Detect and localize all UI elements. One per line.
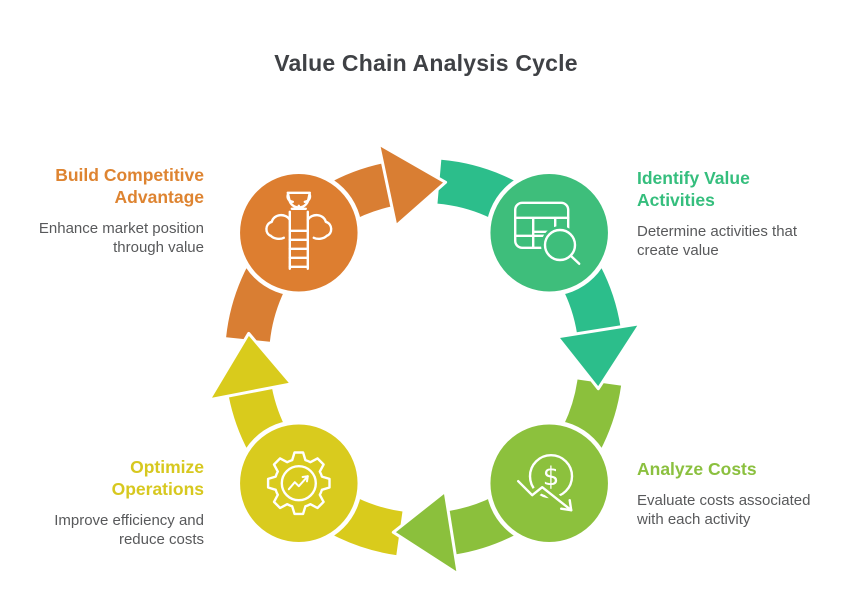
dollar-decline-icon: $ [513, 454, 576, 515]
cycle-arrowhead-identify-value-activities [555, 322, 642, 391]
cloud-right [306, 213, 333, 241]
trophy-ladder-cloud-icon [265, 191, 333, 271]
magnifier-mask [541, 226, 579, 264]
gear-outline [266, 451, 331, 516]
node-title: Optimize Operations [111, 457, 204, 499]
node-label-analyze-costs: Analyze Costs Evaluate costs associated … [637, 458, 847, 529]
trophy-stem [290, 204, 307, 211]
node-label-optimize-operations: Optimize Operations Improve efficiency a… [8, 456, 204, 549]
table-magnifier-icon [514, 201, 581, 266]
magnifier-lens [543, 228, 577, 262]
cycle-arrowhead-optimize-operations [207, 331, 293, 402]
node-description: Determine activities that create value [637, 223, 798, 259]
gear-inner-circle [280, 465, 317, 502]
cycle-arrowhead-build-competitive-advantage [377, 142, 448, 228]
trend-line [287, 475, 309, 491]
trend-arrowhead [301, 475, 309, 483]
cloud-left [265, 213, 291, 241]
cycle-arrowhead-analyze-costs [391, 489, 460, 576]
decline-arrowhead [560, 499, 573, 512]
table-grid-lines [514, 216, 570, 250]
node-description: Improve efficiency and reduce costs [54, 512, 204, 548]
node-description: Enhance market position through value [38, 220, 204, 256]
node-title: Analyze Costs [637, 459, 757, 479]
magnifier-handle [569, 254, 581, 266]
node-label-build-competitive-advantage: Build Competitive Advantage Enhance mark… [8, 164, 204, 257]
dollar-sign: $ [543, 462, 560, 492]
gear-trendline-icon [266, 451, 331, 516]
decline-zigzag [517, 480, 573, 512]
node-description: Evaluate costs associated with each acti… [637, 492, 811, 528]
node-title: Identify Value Activities [637, 168, 750, 210]
trophy-handles [286, 193, 312, 204]
cycle-arrowheads [207, 142, 642, 576]
ladder-rungs [288, 229, 309, 269]
page-title: Value Chain Analysis Cycle [274, 50, 578, 76]
node-circle-optimize-operations [235, 419, 363, 547]
node-circle-analyze-costs [485, 419, 613, 547]
node-title: Build Competitive Advantage [55, 165, 204, 207]
node-circle-build-competitive-advantage [235, 169, 363, 297]
node-label-identify-value-activities: Identify Value Activities Determine acti… [637, 167, 842, 260]
